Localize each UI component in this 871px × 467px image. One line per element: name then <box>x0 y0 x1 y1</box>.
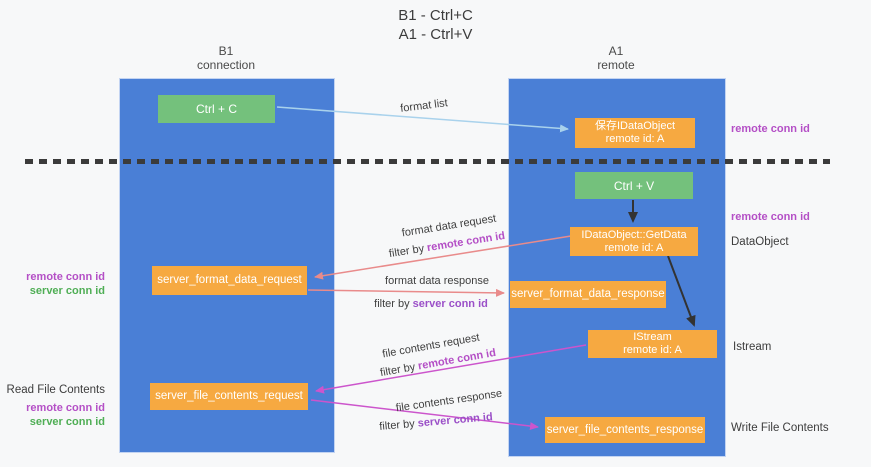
ctrl-c-node: Ctrl + C <box>158 95 275 123</box>
istream-annotation: Istream <box>733 341 772 353</box>
server-conn-id-annotation-left-2: server conn id <box>29 416 105 428</box>
server-conn-id-text: server conn id <box>412 298 488 310</box>
remote-conn-id-annotation-left-2: remote conn id <box>26 402 105 414</box>
write-file-contents-annotation: Write File Contents <box>731 422 829 434</box>
save-dataobject-line2: remote id: A <box>605 133 665 145</box>
format-list-arrow <box>276 106 569 133</box>
server-format-data-request-node: server_format_data_request <box>152 266 307 295</box>
left-column-subtitle: connection <box>196 58 256 72</box>
ctrl-v-label: Ctrl + V <box>613 178 655 193</box>
format-data-response-arrow <box>307 288 505 297</box>
filter-by-text: filter by <box>374 298 413 310</box>
diagram-title: B1 - Ctrl+C A1 - Ctrl+V <box>0 6 871 44</box>
format-data-response-label: format data response <box>385 275 489 287</box>
remote-conn-id-annotation-2: remote conn id <box>731 211 810 223</box>
server-file-contents-response-node: server_file_contents_response <box>545 417 705 443</box>
server-format-data-request-label: server_format_data_request <box>157 274 302 286</box>
getdata-node: IDataObject::GetData remote id: A <box>570 227 698 256</box>
server-file-contents-request-label: server_file_contents_request <box>155 390 303 402</box>
right-column-subtitle: remote <box>597 58 635 72</box>
getdata-line1: IDataObject::GetData <box>581 228 687 241</box>
istream-line1: IStream <box>633 331 672 343</box>
istream-node: IStream remote id: A <box>588 330 717 358</box>
title-line-1: B1 - Ctrl+C <box>398 7 473 24</box>
server-file-contents-request-node: server_file_contents_request <box>150 383 308 410</box>
left-column-name: B1 <box>218 44 234 58</box>
server-conn-id-annotation-left-1: server conn id <box>29 285 105 297</box>
server-format-data-response-label: server_format_data_response <box>511 288 665 300</box>
remote-conn-id-annotation-left-1: remote conn id <box>26 271 105 283</box>
title-line-2: A1 - Ctrl+V <box>398 26 473 43</box>
server-format-data-response-node: server_format_data_response <box>510 281 666 308</box>
file-contents-request-arrow <box>315 344 587 394</box>
ctrl-v-node: Ctrl + V <box>575 172 693 199</box>
format-data-request-arrow <box>314 235 572 280</box>
dataobject-annotation: DataObject <box>731 236 789 248</box>
getdata-line2: remote id: A <box>604 241 664 254</box>
read-file-contents-annotation: Read File Contents <box>6 384 105 396</box>
save-dataobject-line1: 保存IDataObject <box>594 120 676 132</box>
istream-line2: remote id: A <box>623 344 682 356</box>
getdata-to-istream-arrow <box>667 255 696 327</box>
left-column-header: B1 connection <box>119 44 333 72</box>
remote-conn-id-annotation-1: remote conn id <box>731 123 810 135</box>
server-file-contents-response-label: server_file_contents_response <box>546 423 704 436</box>
right-column-header: A1 remote <box>508 44 724 72</box>
session-divider-dashed-line <box>25 159 830 164</box>
right-column-name: A1 <box>608 44 624 58</box>
ctrl-c-label: Ctrl + C <box>195 102 237 116</box>
file-contents-response-arrow <box>310 399 539 431</box>
save-dataobject-node: 保存IDataObject remote id: A <box>575 118 695 148</box>
format-data-response-filter-label: filter by server conn id <box>374 298 488 310</box>
